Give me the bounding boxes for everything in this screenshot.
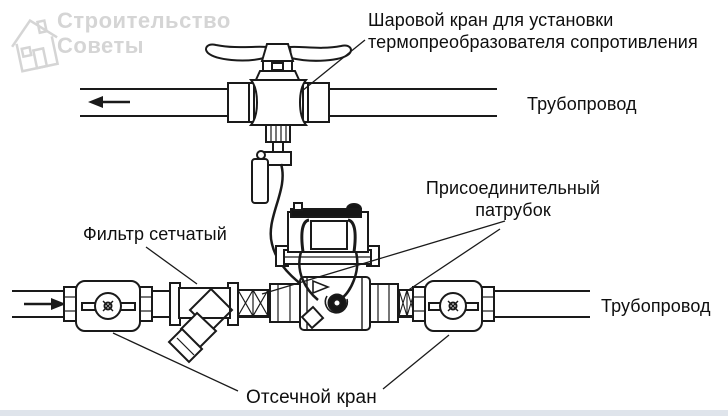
shutoff-valve-left	[63, 280, 153, 332]
connection-pipe-label: Присоединительный патрубок	[425, 178, 601, 220]
leader-shutoff-right	[382, 334, 450, 390]
sensor-fitting	[263, 124, 292, 166]
connecting-pipe-left	[237, 289, 269, 317]
sensor-tag	[251, 150, 269, 204]
union-nut-right	[369, 283, 399, 323]
house-logo-icon	[11, 18, 60, 73]
valve-handle-icon	[205, 43, 352, 62]
watermark-line2: Советы	[57, 33, 145, 58]
flow-arrow-right-icon	[24, 298, 66, 310]
watermark-line1: Строительство	[57, 8, 231, 33]
flow-arrow-left-icon	[88, 96, 130, 108]
heat-meter	[275, 202, 380, 331]
leader-ball-valve	[301, 39, 366, 92]
strainer-filter	[167, 282, 239, 364]
leader-connection-right	[406, 228, 501, 292]
strainer-label: Фильтр сетчатый	[83, 224, 227, 244]
leader-strainer	[145, 246, 198, 285]
footer-strip	[0, 410, 728, 416]
shutoff-valve-right	[412, 280, 495, 332]
leader-connection-left	[261, 220, 506, 295]
pipeline-top-label: Трубопровод	[527, 94, 637, 114]
site-watermark: Строительство Советы	[57, 8, 231, 58]
ball-valve-top	[205, 43, 352, 302]
meter-flow-arrow-icon	[312, 279, 331, 295]
leader-lines	[112, 39, 506, 392]
leader-shutoff-left	[112, 332, 239, 392]
pipeline-bottom-label: Трубопровод	[601, 296, 711, 316]
shutoff-valve-label: Отсечной кран	[246, 387, 377, 408]
ball-valve-label: Шаровой кран для установки термопреобраз…	[368, 10, 698, 52]
